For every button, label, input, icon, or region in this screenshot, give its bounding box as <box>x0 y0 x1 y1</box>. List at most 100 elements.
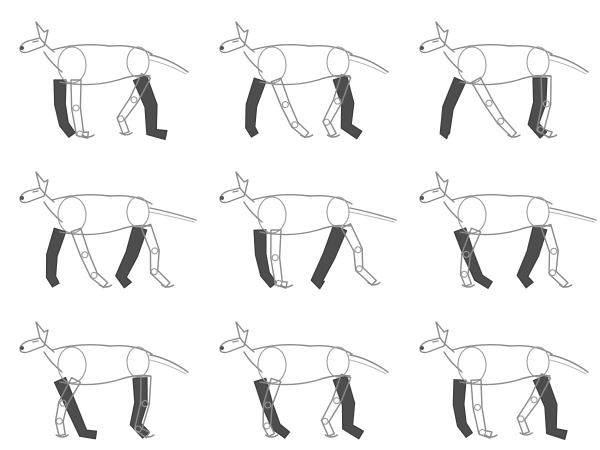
neck-throat <box>43 351 63 373</box>
frame-7-dog-sketch <box>19 321 189 440</box>
hip-oval <box>526 346 550 378</box>
near-front-leg-joint-2 <box>478 428 486 437</box>
near-front-leg <box>459 227 482 287</box>
neck-front <box>439 187 455 203</box>
near-front-leg-paw <box>507 134 521 138</box>
eye <box>432 340 439 343</box>
near-hind-leg-joint-1 <box>141 400 149 408</box>
tail-underside <box>549 59 587 75</box>
chest-oval <box>257 196 287 234</box>
near-hind-leg-joint-2 <box>150 268 158 276</box>
chest-oval <box>257 46 287 84</box>
near-front-leg-paw <box>264 434 279 438</box>
chest-oval <box>457 196 487 234</box>
near-front-leg-joint-1 <box>59 399 67 407</box>
near-front-leg <box>70 79 90 139</box>
tail <box>349 207 397 221</box>
near-hind-leg <box>116 73 152 135</box>
near-hind-leg <box>540 223 569 288</box>
near-hind-leg-joint-2 <box>321 417 329 425</box>
hip-oval <box>326 46 350 78</box>
tail-underside <box>149 211 195 223</box>
hip-oval <box>126 196 150 228</box>
near-front-leg <box>270 77 310 139</box>
back-line <box>451 343 553 355</box>
near-front-leg-joint-1 <box>271 254 279 262</box>
near-front-leg-joint-2 <box>497 117 505 125</box>
neck-throat <box>43 51 63 73</box>
near-hind-leg <box>320 373 352 437</box>
near-front-leg-joint-2 <box>263 422 271 430</box>
head <box>419 321 449 354</box>
head <box>19 321 49 354</box>
neck-front <box>439 37 455 53</box>
back-line <box>251 43 353 55</box>
head <box>219 321 249 354</box>
nose <box>220 196 224 200</box>
near-hind-leg-joint-2 <box>117 115 125 123</box>
far-hind-leg <box>115 225 148 289</box>
near-front-leg-joint-2 <box>76 130 84 138</box>
back-line <box>251 343 353 355</box>
near-hind-leg-joint-1 <box>354 246 362 254</box>
near-front-leg-joint-1 <box>473 403 482 411</box>
eye <box>32 40 39 43</box>
near-hind-leg <box>536 75 553 139</box>
belly-line <box>259 224 351 236</box>
neck-throat <box>443 201 463 223</box>
tail-underside <box>349 59 387 75</box>
far-hind-leg <box>516 225 548 289</box>
neck-throat <box>443 351 463 373</box>
tail-underside <box>349 359 387 375</box>
near-hind-leg-paw <box>559 284 573 288</box>
near-hind-leg-joint-1 <box>550 247 558 255</box>
near-hind-leg-joint-1 <box>130 96 138 104</box>
near-hind-leg-joint-2 <box>537 126 545 134</box>
eye <box>432 190 439 193</box>
near-front-leg <box>262 377 282 438</box>
nose <box>420 46 424 50</box>
eye <box>232 190 239 193</box>
near-front-leg <box>470 76 517 138</box>
neck-front <box>239 37 255 53</box>
back-line <box>251 193 353 205</box>
near-front-leg-joint-1 <box>72 104 80 112</box>
near-front-leg <box>54 376 82 437</box>
neck-front <box>239 337 255 353</box>
eye <box>232 340 239 343</box>
tail <box>549 354 589 373</box>
back-line <box>451 43 553 55</box>
near-front-leg-paw <box>81 134 95 138</box>
frame-5-dog-sketch <box>219 171 397 290</box>
nose <box>20 346 24 350</box>
chest-oval <box>57 46 87 84</box>
near-front-leg-paw <box>279 284 294 288</box>
near-front-leg-joint-1 <box>485 99 493 107</box>
far-front-leg <box>452 379 473 438</box>
back-line <box>51 193 153 205</box>
near-front-leg-joint-1 <box>81 251 89 259</box>
far-front-leg <box>53 79 76 138</box>
neck-front <box>39 337 55 353</box>
hip-oval <box>326 346 350 378</box>
near-front-leg <box>270 229 288 289</box>
frame-8-dog-sketch <box>219 321 389 440</box>
far-front-leg <box>245 77 267 138</box>
belly-line <box>59 224 151 236</box>
near-hind-leg-paw <box>544 134 558 138</box>
eye <box>432 40 439 43</box>
near-hind-leg <box>516 373 552 435</box>
eye <box>232 40 239 43</box>
chest-oval <box>257 346 287 384</box>
neck-front <box>439 337 455 353</box>
tail <box>549 54 589 73</box>
near-front-leg-joint-1 <box>281 101 289 109</box>
tail-underside <box>149 59 187 75</box>
tail <box>349 54 389 73</box>
far-front-leg <box>253 229 277 288</box>
tail <box>149 207 197 221</box>
nose <box>20 196 24 200</box>
back-line <box>451 193 553 205</box>
near-front-leg-joint-2 <box>55 417 63 425</box>
